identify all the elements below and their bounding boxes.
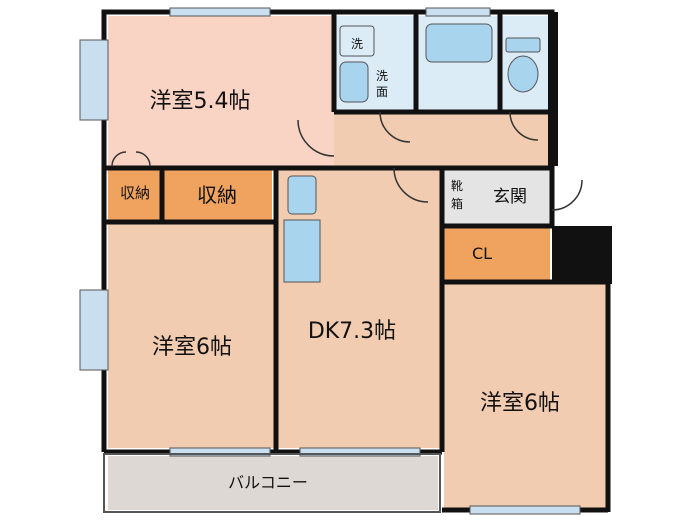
label-washbasin-1: 洗	[376, 69, 388, 83]
label-shoe-box-2: 箱	[451, 196, 463, 211]
washbasin-fixture	[339, 61, 369, 103]
washer-fixture	[339, 25, 375, 57]
storage-large	[162, 166, 272, 222]
kitchen-counter	[283, 219, 321, 283]
balcony-rail	[103, 453, 441, 513]
label-washbasin-2: 面	[376, 85, 388, 99]
room-western-6-left	[108, 222, 278, 448]
balcony	[108, 456, 438, 510]
toilet-bowl	[507, 55, 539, 93]
shoe-box	[444, 166, 470, 224]
label-western-6-right: 洋室6帖	[480, 391, 560, 416]
room-western-54	[108, 16, 334, 166]
room-western-6-right	[444, 280, 606, 510]
wall-block-right	[552, 226, 612, 284]
closet	[444, 226, 550, 280]
kitchen-sink	[287, 175, 317, 215]
label-closet: CL	[472, 244, 492, 263]
storage-small	[108, 166, 162, 222]
label-dk: DK7.3帖	[308, 319, 396, 344]
label-balcony: バルコニー	[228, 473, 308, 492]
label-western-6-left: 洋室6帖	[152, 335, 232, 360]
label-shoe-box-1: 靴	[451, 179, 463, 193]
label-western-54: 洋室5.4帖	[150, 89, 251, 114]
entrance	[470, 166, 550, 224]
label-storage-large: 収納	[197, 183, 237, 207]
corridor	[334, 112, 548, 166]
windows	[79, 7, 581, 515]
toilet-tank	[505, 37, 541, 53]
label-storage-small: 収納	[120, 184, 150, 202]
wall-block-top-right	[548, 12, 558, 166]
label-washer: 洗	[351, 37, 363, 51]
bathtub	[425, 23, 493, 63]
doors	[111, 111, 583, 211]
label-entrance: 玄関	[493, 187, 527, 207]
